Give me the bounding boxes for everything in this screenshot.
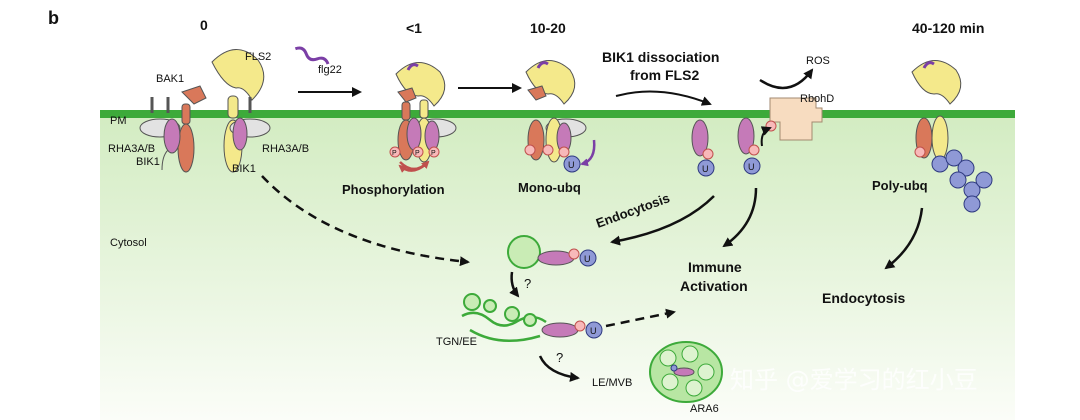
phospho-symbol-3: P <box>431 150 436 157</box>
cytosol-area <box>100 117 1015 420</box>
poly-ubq-label: Poly-ubq <box>872 178 928 193</box>
tgn-ee-label: TGN/EE <box>436 336 477 348</box>
watermark: 知乎 @爱学习的红小豆 <box>730 366 978 394</box>
plasma-membrane <box>100 110 1015 118</box>
rha3-left-label: RHA3A/B <box>108 143 155 155</box>
arrow-to-immune-activation <box>722 187 758 248</box>
le-mvb-compartment <box>649 341 723 403</box>
ubiquitin-symbol-released-2: U <box>748 162 755 172</box>
le-mvb-label: LE/MVB <box>592 377 632 389</box>
ubiquitin-symbol-released-1: U <box>702 164 709 174</box>
receptor-complex-phosphorylated <box>389 62 457 173</box>
tgn-ee-compartment <box>461 293 603 342</box>
bak1-label: BAK1 <box>156 73 184 85</box>
time-label-0: 0 <box>200 17 208 33</box>
question-mark-2: ? <box>556 350 563 365</box>
immune-label-line2: Activation <box>680 278 748 294</box>
ubiquitin-symbol-vesicle: U <box>584 254 591 264</box>
bik1-right-label: BIK1 <box>232 163 256 175</box>
receptor-complex-poly-ubq <box>911 60 993 213</box>
flg22-peptide <box>294 46 330 65</box>
arrow-tgn-to-mvb <box>538 355 580 382</box>
rbohd-protein <box>760 97 823 147</box>
arrow-vesicle-to-tgn <box>509 271 520 298</box>
ros-arrow <box>759 68 814 90</box>
rbohd-label: RbohD <box>800 93 834 105</box>
ubiquitin-symbol-tgn: U <box>590 326 597 336</box>
arrow-2-to-dissociation <box>615 90 712 106</box>
fls2-label: FLS2 <box>245 51 271 63</box>
dashed-arrow-tgn-to-immune <box>605 308 676 328</box>
endocytosis-arrow-mid <box>610 195 715 246</box>
cytosol-label: Cytosol <box>110 237 147 249</box>
mono-ubq-label: Mono-ubq <box>518 180 581 195</box>
released-bik1 <box>691 117 761 177</box>
time-label-1: <1 <box>406 20 422 36</box>
phospho-symbol-1: P <box>392 150 397 157</box>
ara6-label: ARA6 <box>690 403 719 415</box>
bik1-left-label: BIK1 <box>136 156 160 168</box>
time-label-3: 40-120 min <box>912 20 984 36</box>
ubiquitin-symbol-mono: U <box>568 160 575 170</box>
pm-label: PM <box>110 115 127 127</box>
time-label-2: 10-20 <box>530 20 566 36</box>
endocytosis-arrow-right <box>884 207 924 270</box>
dissociation-label-line1: BIK1 dissociation <box>602 49 719 65</box>
immune-label-line1: Immune <box>688 259 742 275</box>
flg22-label: flg22 <box>318 64 342 76</box>
endocytic-vesicle <box>507 235 597 269</box>
dissociation-label-line2: from FLS2 <box>630 67 699 83</box>
receptor-complex-resting <box>139 49 271 173</box>
phospho-symbol-2: P <box>415 150 420 157</box>
rha3-right-label: RHA3A/B <box>262 143 309 155</box>
panel-letter: b <box>48 8 59 28</box>
phosphorylation-label: Phosphorylation <box>342 182 445 197</box>
ros-label: ROS <box>806 55 830 67</box>
receptor-complex-mono-ubq <box>524 60 596 173</box>
endocytosis-right-label: Endocytosis <box>822 290 905 306</box>
question-mark-1: ? <box>524 276 531 291</box>
